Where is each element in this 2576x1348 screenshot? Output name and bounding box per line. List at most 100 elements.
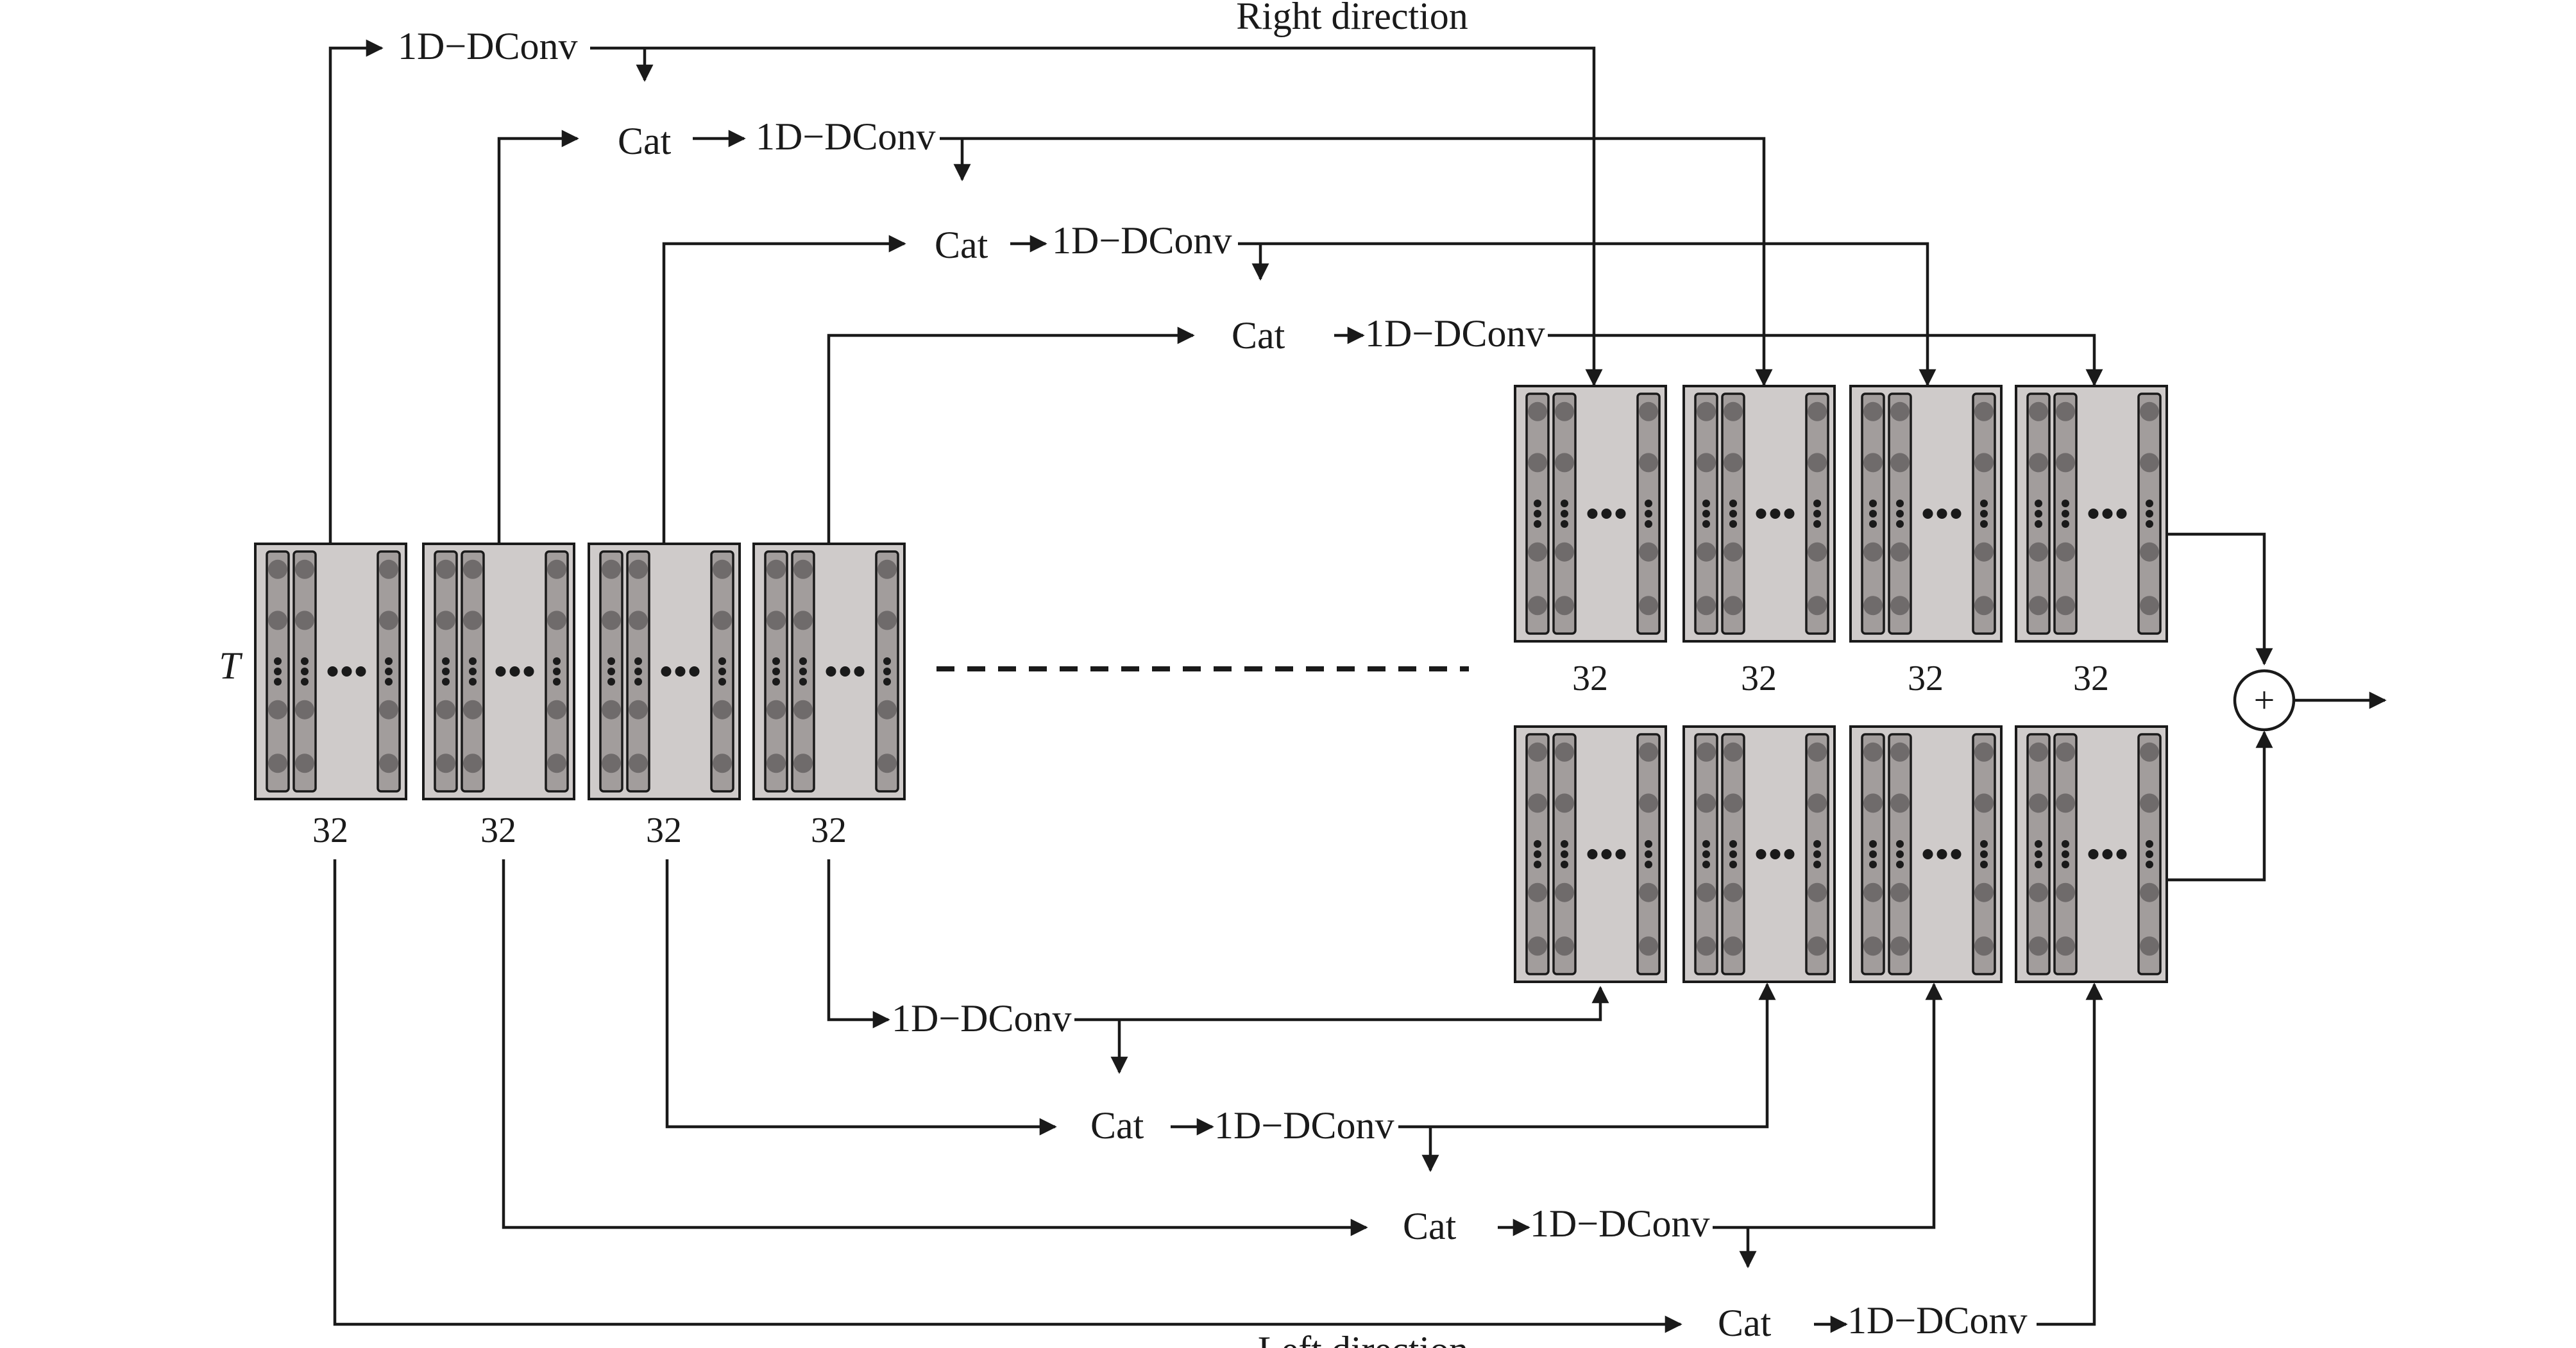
- block-ellipsis-dot: [1936, 849, 1947, 859]
- channel-node: [547, 754, 566, 773]
- channel-node: [1555, 542, 1574, 562]
- channel-node: [1863, 742, 1883, 762]
- channel-node: [2029, 596, 2048, 616]
- channel-node: [2056, 793, 2075, 813]
- block-ellipsis-dot: [854, 666, 865, 677]
- channel-node: [2140, 401, 2159, 421]
- channel-node: [1697, 401, 1716, 421]
- channel-node: [379, 611, 398, 630]
- column-ellipsis-dot: [1702, 500, 1710, 507]
- column-ellipsis-dot: [385, 668, 393, 675]
- column-ellipsis-dot: [1561, 840, 1568, 848]
- channel-node: [2056, 453, 2075, 473]
- block-ellipsis-dot: [689, 666, 700, 677]
- input-block-count-label: 32: [312, 811, 348, 850]
- input-feature-block: [422, 543, 575, 800]
- output-feature-block: [1514, 725, 1667, 983]
- block-ellipsis-dot: [1770, 849, 1781, 859]
- channel-node: [268, 700, 287, 720]
- channel-node: [1974, 882, 1994, 902]
- channel-node: [1890, 742, 1910, 762]
- column-ellipsis-dot: [442, 678, 450, 686]
- left-direction-label: Left direction: [1258, 1329, 1468, 1348]
- column-ellipsis-dot: [1896, 861, 1904, 868]
- channel-node: [2056, 542, 2075, 562]
- channel-node: [629, 700, 648, 720]
- channel-node: [629, 559, 648, 579]
- channel-node: [1697, 542, 1716, 562]
- output-blocks-left-direction: [1514, 725, 2168, 983]
- channel-node: [1697, 596, 1716, 616]
- block-ellipsis-dot: [341, 666, 352, 677]
- channel-node: [767, 559, 786, 579]
- block-ellipsis-dot: [1615, 849, 1626, 859]
- block-ellipsis-dot: [1601, 849, 1612, 859]
- channel-node: [547, 559, 566, 579]
- column-ellipsis-dot: [1729, 500, 1737, 507]
- column-ellipsis-dot: [883, 668, 891, 675]
- output-feature-block: [1849, 385, 2003, 643]
- column-ellipsis-dot: [274, 678, 282, 686]
- block-ellipsis-dot: [2102, 509, 2113, 519]
- channel-node: [295, 611, 314, 630]
- block-ellipsis-dot: [1922, 509, 1933, 519]
- channel-node: [767, 611, 786, 630]
- channel-node: [1724, 936, 1743, 956]
- channel-node: [436, 559, 455, 579]
- block-ellipsis-dot: [2088, 509, 2099, 519]
- channel-node: [1697, 793, 1716, 813]
- left-direction-connectors: [333, 859, 2103, 1333]
- block-ellipsis-dot: [1587, 849, 1598, 859]
- channel-node: [547, 700, 566, 720]
- column-ellipsis-dot: [469, 668, 477, 675]
- output-feature-block: [1682, 725, 1836, 983]
- channel-node: [1639, 542, 1658, 562]
- channel-node: [1808, 793, 1827, 813]
- channel-node: [1639, 936, 1658, 956]
- input-t-label: T: [219, 645, 242, 687]
- plus-symbol: +: [2254, 679, 2275, 721]
- channel-node: [268, 754, 287, 773]
- channel-node: [463, 559, 482, 579]
- channel-node: [793, 611, 813, 630]
- column-ellipsis-dot: [1534, 520, 1541, 528]
- column-ellipsis-dot: [1534, 850, 1541, 858]
- block-ellipsis-dot: [355, 666, 366, 677]
- output-feature-block: [1849, 725, 2003, 983]
- channel-node: [767, 700, 786, 720]
- channel-node: [602, 700, 621, 720]
- column-ellipsis-dot: [2062, 850, 2069, 858]
- column-ellipsis-dot: [1729, 861, 1737, 868]
- channel-node: [1808, 401, 1827, 421]
- channel-node: [1528, 453, 1547, 473]
- column-ellipsis-dot: [799, 668, 807, 675]
- channel-node: [1528, 542, 1547, 562]
- column-ellipsis-dot: [2035, 840, 2042, 848]
- channel-node: [2140, 596, 2159, 616]
- conv-l2: 1D−DConv: [1214, 1104, 1394, 1147]
- channel-node: [2140, 742, 2159, 762]
- channel-node: [793, 559, 813, 579]
- channel-node: [1890, 542, 1910, 562]
- right-direction-label: Right direction: [1236, 0, 1468, 37]
- block-ellipsis-dot: [1756, 509, 1767, 519]
- input-block-count-label: 32: [811, 811, 847, 850]
- channel-node: [1528, 936, 1547, 956]
- channel-node: [713, 611, 732, 630]
- channel-node: [1890, 793, 1910, 813]
- channel-node: [2029, 882, 2048, 902]
- channel-node: [1890, 453, 1910, 473]
- output-feature-block: [2015, 385, 2168, 643]
- column-ellipsis-dot: [1702, 850, 1710, 858]
- channel-node: [1863, 401, 1883, 421]
- column-ellipsis-dot: [1869, 510, 1877, 518]
- block-ellipsis-dot: [523, 666, 534, 677]
- conv-r1: 1D−DConv: [398, 25, 578, 67]
- column-ellipsis-dot: [1561, 520, 1568, 528]
- block-ellipsis-dot: [1770, 509, 1781, 519]
- channel-node: [2029, 936, 2048, 956]
- column-ellipsis-dot: [1561, 500, 1568, 507]
- column-ellipsis-dot: [1869, 861, 1877, 868]
- column-ellipsis-dot: [718, 668, 726, 675]
- channel-node: [2140, 793, 2159, 813]
